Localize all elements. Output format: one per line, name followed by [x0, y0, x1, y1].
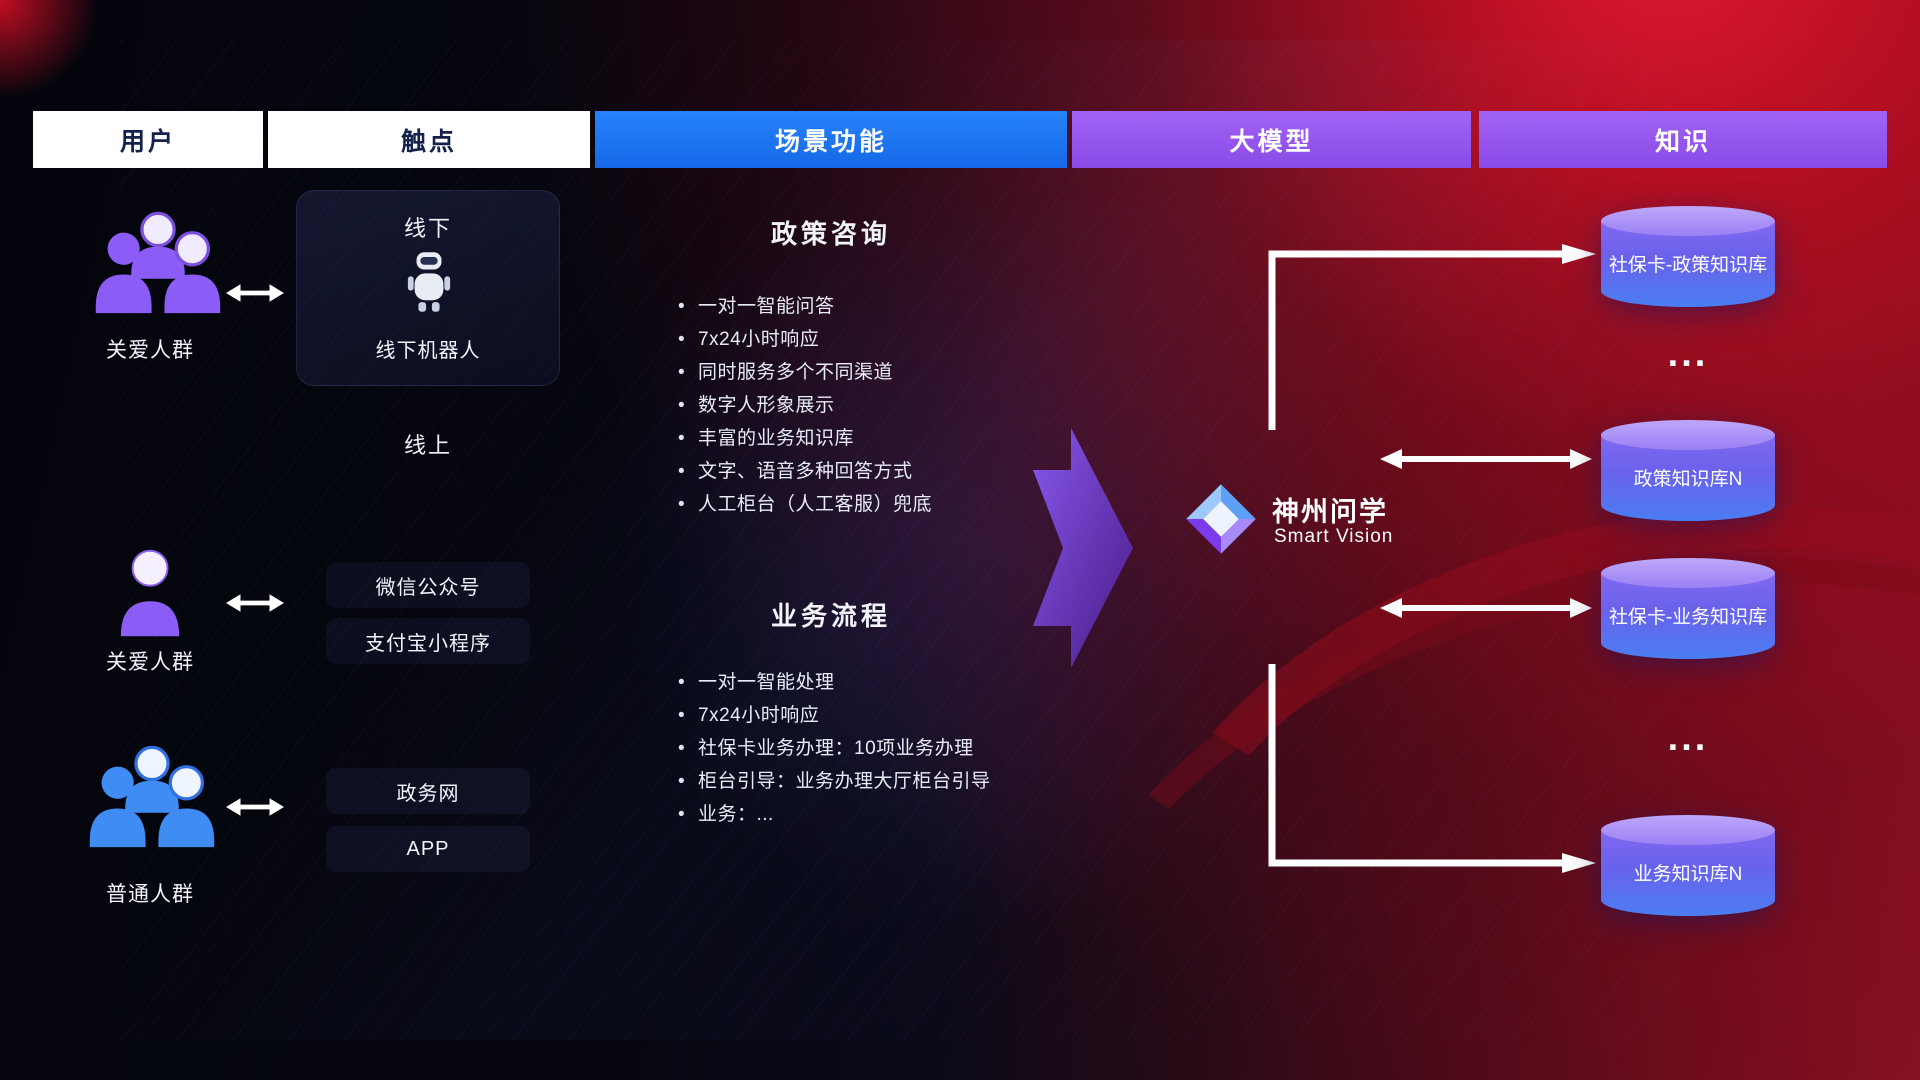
offline-robot-label: 线下机器人	[375, 340, 481, 362]
scenario-list-business: 一对一智能处理 7x24小时响应 社保卡业务办理：10项业务办理 柜台引导：业务…	[676, 666, 1096, 831]
channel-gov-web: 政务网	[326, 768, 530, 814]
scenario-title-policy: 政策咨询	[770, 219, 891, 249]
ellipsis: ...	[1667, 717, 1709, 759]
kb-cylinder-business-social: 社保卡-业务知识库	[1601, 558, 1775, 660]
cylinder-cap	[1601, 815, 1775, 845]
scenario-item: 同时服务多个不同渠道	[676, 356, 1096, 389]
user-label-care-group-2: 关爱人群	[106, 651, 194, 674]
double-arrow-icon	[226, 798, 284, 816]
kb-label: 社保卡-政策知识库	[1608, 254, 1768, 276]
scenario-item: 一对一智能处理	[676, 666, 1096, 699]
big-flow-arrow-icon	[1033, 428, 1133, 668]
scenario-item: 丰富的业务知识库	[676, 422, 1096, 455]
online-title: 线上	[403, 433, 452, 458]
brand-name: 神州问学	[1272, 497, 1388, 527]
header-users: 用户	[33, 111, 263, 168]
scenario-list-policy: 一对一智能问答 7x24小时响应 同时服务多个不同渠道 数字人形象展示 丰富的业…	[676, 290, 1096, 521]
scenario-item: 社保卡业务办理：10项业务办理	[676, 732, 1096, 765]
scenario-item: 7x24小时响应	[676, 699, 1096, 732]
double-arrow-icon	[226, 284, 284, 302]
kb-label: 业务知识库N	[1633, 863, 1743, 885]
scenario-item: 业务：...	[676, 798, 1096, 831]
scenario-item: 文字、语音多种回答方式	[676, 455, 1096, 488]
double-arrow-icon	[1380, 449, 1592, 469]
single-person-purple-icon	[120, 549, 180, 637]
scenario-item: 人工柜台（人工客服）兜底	[676, 488, 1096, 521]
user-label-care-group-1: 关爱人群	[106, 339, 194, 362]
scenario-title-business: 业务流程	[770, 601, 891, 631]
kb-label: 社保卡-业务知识库	[1608, 606, 1768, 628]
group-people-purple-icon	[95, 211, 221, 314]
cylinder-cap	[1601, 558, 1775, 588]
channel-wechat: 微信公众号	[326, 562, 530, 608]
scenario-item: 数字人形象展示	[676, 389, 1096, 422]
kb-cylinder-policy-n: 政策知识库N	[1601, 420, 1775, 522]
flow-arrow-up-right-icon	[1268, 244, 1596, 430]
header-touchpoints: 触点	[268, 111, 590, 168]
channel-app: APP	[326, 826, 530, 872]
ellipsis: ...	[1667, 333, 1709, 375]
kb-cylinder-policy-social: 社保卡-政策知识库	[1601, 206, 1775, 308]
robot-icon	[407, 252, 451, 312]
cylinder-cap	[1601, 420, 1775, 450]
scenario-item: 一对一智能问答	[676, 290, 1096, 323]
header-model: 大模型	[1072, 111, 1471, 168]
double-arrow-icon	[1380, 598, 1592, 618]
user-label-general-group: 普通人群	[106, 883, 194, 906]
brand-diamond-logo-icon	[1186, 484, 1256, 554]
scenario-item: 柜台引导：业务办理大厅柜台引导	[676, 765, 1096, 798]
flow-arrow-down-right-icon	[1268, 664, 1596, 873]
kb-cylinder-business-n: 业务知识库N	[1601, 815, 1775, 917]
kb-label: 政策知识库N	[1633, 468, 1743, 490]
group-people-blue-icon	[89, 745, 215, 848]
cylinder-cap	[1601, 206, 1775, 236]
header-knowledge: 知识	[1479, 111, 1887, 168]
brand-subtitle: Smart Vision	[1274, 526, 1394, 547]
offline-touchpoint-box: 线下 线下机器人	[296, 190, 560, 386]
double-arrow-icon	[226, 594, 284, 612]
header-scenarios: 场景功能	[595, 111, 1067, 168]
channel-alipay: 支付宝小程序	[326, 618, 530, 664]
scenario-item: 7x24小时响应	[676, 323, 1096, 356]
offline-title: 线下	[403, 216, 452, 241]
